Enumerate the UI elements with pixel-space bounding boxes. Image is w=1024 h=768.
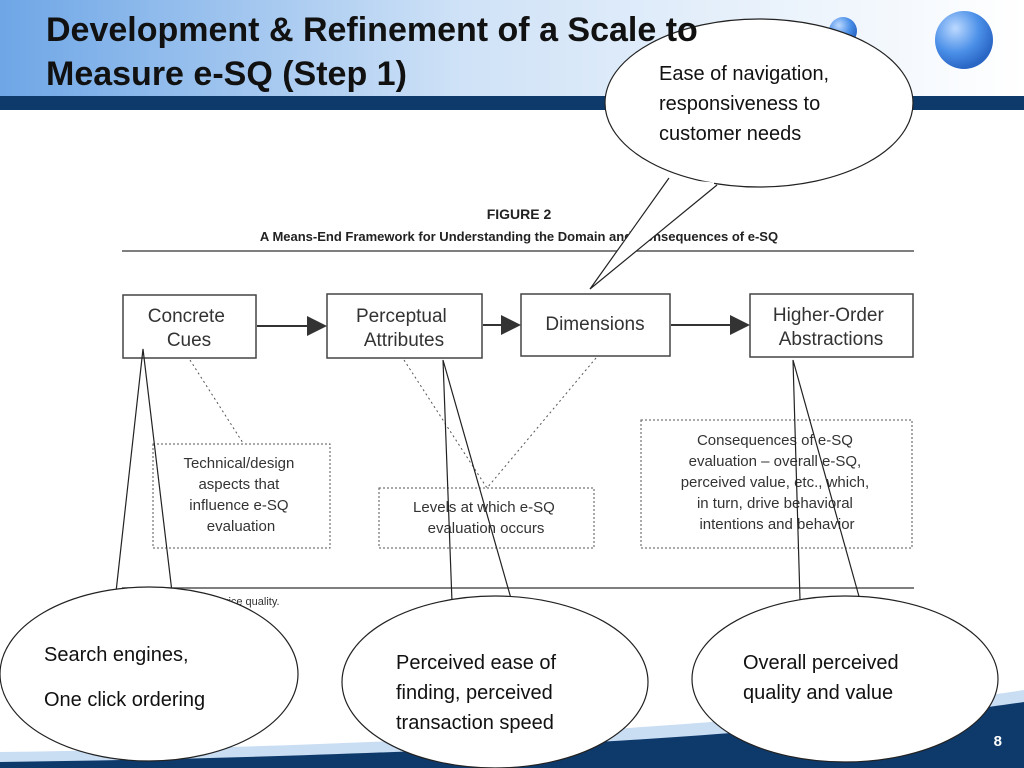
svg-text:Higher-Order Abstraction: Higher-Order Abstractions bbox=[773, 305, 889, 350]
note-levels: Levels at which e-SQ evaluation occurs bbox=[378, 487, 595, 549]
callout-quality-line1: Overall perceived bbox=[743, 652, 899, 674]
note-consequences: Consequences of e-SQ evaluation – overal… bbox=[640, 419, 913, 549]
note-consequences-line2: evaluation – overall e-SQ, bbox=[689, 453, 862, 470]
note-technical-line3: influence e-SQ bbox=[189, 497, 288, 514]
callout-ease: Perceived ease of finding, perceived tra… bbox=[341, 359, 649, 768]
callout-ease-line2: finding, perceived bbox=[396, 682, 553, 704]
box-dimensions: Dimensions bbox=[520, 293, 671, 357]
box-dimensions-line1: Dimensions bbox=[545, 314, 644, 335]
slide-title-line2: Measure e-SQ (Step 1) bbox=[46, 55, 407, 93]
note-technical-line4: evaluation bbox=[207, 518, 275, 535]
svg-text:Overall perceived qualit: Overall perceived quality and value bbox=[743, 652, 904, 704]
box-perceptual-line2: Attributes bbox=[364, 330, 444, 351]
svg-text:Ease of navigation, resp: Ease of navigation, responsiveness to cu… bbox=[659, 63, 835, 145]
figure-label: FIGURE 2 bbox=[487, 206, 552, 222]
box-concrete-cues-line2: Cues bbox=[167, 330, 211, 351]
svg-text:Concrete Cues: Concrete Cues bbox=[148, 306, 230, 351]
callout-navigation-line2: responsiveness to bbox=[659, 93, 820, 115]
callout-quality-line2: quality and value bbox=[743, 682, 893, 704]
callout-search-line2: One click ordering bbox=[44, 689, 205, 711]
box-concrete-cues-line1: Concrete bbox=[148, 306, 225, 327]
decor-ball-large bbox=[935, 11, 993, 69]
note-consequences-line4: in turn, drive behavioral bbox=[697, 495, 853, 512]
note-levels-line2: evaluation occurs bbox=[428, 520, 545, 537]
box-perceptual-line1: Perceptual bbox=[356, 306, 447, 327]
figure-caption: A Means-End Framework for Understanding … bbox=[260, 229, 778, 244]
callout-search-line1: Search engines, bbox=[44, 644, 189, 666]
callout-navigation-line3: customer needs bbox=[659, 123, 801, 145]
note-consequences-line1: Consequences of e-SQ bbox=[697, 432, 853, 449]
svg-text:Perceived ease of findin: Perceived ease of finding, perceived tra… bbox=[396, 652, 562, 734]
dotted-dimensions-to-levels bbox=[486, 357, 597, 489]
svg-text:Technical/design aspects: Technical/design aspects that influence … bbox=[183, 455, 298, 535]
svg-text:Search engines, One clic: Search engines, One click ordering bbox=[44, 644, 205, 711]
callout-search: Search engines, One click ordering bbox=[0, 348, 299, 762]
note-technical: Technical/design aspects that influence … bbox=[152, 443, 331, 549]
note-consequences-line5: intentions and behavior bbox=[699, 516, 854, 533]
footer-wave bbox=[0, 702, 1024, 768]
callout-navigation-line1: Ease of navigation, bbox=[659, 63, 829, 85]
note-consequences-line3: perceived value, etc., which, bbox=[681, 474, 869, 491]
slide-title-line1: Development & Refinement of a Scale to bbox=[46, 11, 698, 49]
svg-text:Consequences of e-SQ eva: Consequences of e-SQ evaluation – overal… bbox=[681, 432, 874, 533]
callout-navigation: Ease of navigation, responsiveness to cu… bbox=[589, 18, 914, 290]
dotted-cues-to-technical bbox=[189, 359, 244, 444]
box-concrete-cues: Concrete Cues bbox=[122, 294, 257, 359]
callout-ease-line3: transaction speed bbox=[396, 712, 554, 734]
page-number: 8 bbox=[993, 733, 1002, 750]
callout-quality: Overall perceived quality and value bbox=[691, 359, 999, 763]
svg-text:Perceptual Attributes: Perceptual Attributes bbox=[356, 306, 452, 351]
box-higher-order-line2: Abstractions bbox=[779, 329, 884, 350]
slide-title: Development & Refinement of a Scale to M… bbox=[46, 8, 746, 96]
box-higher-order: Higher-Order Abstractions bbox=[749, 293, 914, 358]
box-perceptual-attributes: Perceptual Attributes bbox=[326, 293, 483, 359]
box-higher-order-line1: Higher-Order bbox=[773, 305, 885, 326]
callout-ease-line1: Perceived ease of bbox=[396, 652, 557, 674]
note-technical-line1: Technical/design bbox=[183, 455, 294, 472]
note-technical-line2: aspects that bbox=[198, 476, 280, 493]
